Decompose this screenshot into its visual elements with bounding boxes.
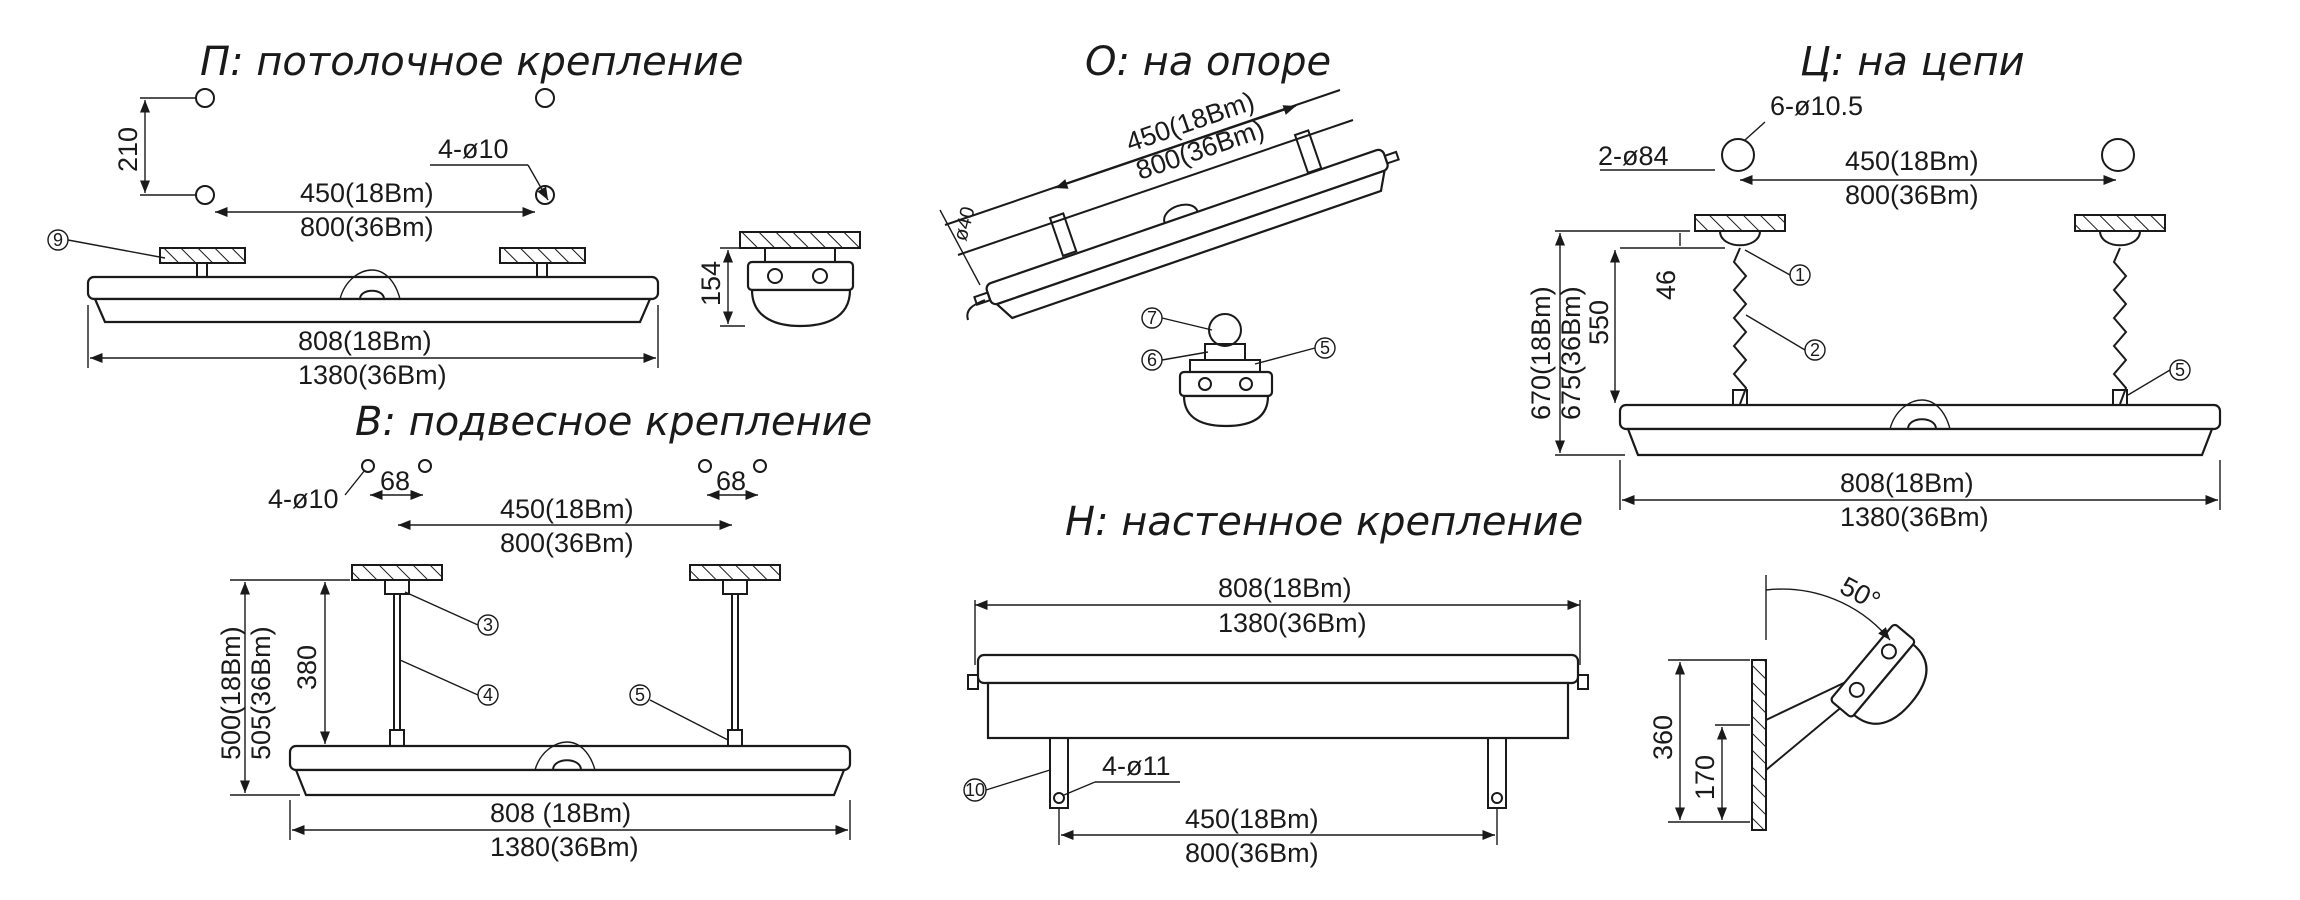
dim-pendant-380: 380 [292, 645, 322, 690]
callout-5: 5 [1320, 338, 1330, 358]
callout-5: 5 [2175, 360, 2185, 380]
view-pole-title: О: на опоре [1085, 39, 1331, 85]
luminaire-body [976, 653, 1580, 685]
dim-wall-spacing-18: 450(18Вm) [1185, 804, 1319, 834]
callout-5: 5 [635, 685, 645, 705]
dim-ceiling-spacing-18: 450(18Вm) [300, 178, 434, 208]
dim-wall-len-18: 808(18Вm) [1218, 573, 1352, 603]
dim-ceiling-side-height: 154 [696, 261, 726, 306]
view-chain: Ц: на цепи 6-ø10.5 2-ø84 450(18Вm) 800(3… [1526, 39, 2222, 532]
dim-ceiling-spacing-36: 800(36Вm) [300, 212, 434, 242]
dim-wall-spacing-36: 800(36Вm) [1185, 838, 1319, 868]
view-wall-title: Н: настенное крепление [1065, 499, 1583, 545]
dim-chain-46: 46 [1651, 270, 1681, 300]
dim-pendant-total-36: 505(36Вm) [246, 626, 276, 760]
dim-chain-total-36: 675(36Вm) [1556, 286, 1586, 420]
luminaire-body [985, 148, 1389, 306]
view-ceiling: П: потолочное крепление 210 4-ø10 450(18… [47, 39, 861, 390]
luminaire-body [1618, 403, 2222, 431]
callout-9: 9 [53, 230, 63, 250]
dim-pendant-len-18: 808 (18Вm) [490, 798, 631, 828]
luminaire-body [86, 275, 660, 301]
dim-ceiling-len-36: 1380(36Вm) [298, 360, 447, 390]
callout-6: 6 [1147, 350, 1157, 370]
luminaire-body [288, 744, 852, 772]
view-chain-title: Ц: на цепи [1800, 39, 2025, 85]
dim-pendant-total-18: 500(18Вm) [216, 626, 246, 760]
mount-hole [535, 185, 555, 205]
callout-3: 3 [483, 615, 493, 635]
pendant-bracket [689, 564, 781, 581]
view-pendant: В: подвесное крепление 4-ø10 68 68 450(1… [216, 399, 872, 862]
ceiling-bracket [159, 247, 246, 264]
dim-chain-total-18: 670(18Вm) [1526, 286, 1556, 420]
dim-wall-170: 170 [1690, 755, 1720, 800]
view-wall: Н: настенное крепление 808(18Вm) 1380(36… [963, 499, 1928, 868]
dim-chain-spacing-36: 800(36Вm) [1845, 180, 1979, 210]
dim-pendant-spacing-18: 450(18Вm) [500, 494, 634, 524]
mount-hole [195, 185, 215, 205]
dim-ceiling-holes: 4-ø10 [438, 134, 509, 164]
dim-pendant-68-right: 68 [716, 466, 746, 496]
dim-chain-holes-small: 6-ø10.5 [1770, 91, 1863, 121]
ceiling-bracket [499, 247, 586, 264]
dim-wall-len-36: 1380(36Вm) [1218, 608, 1367, 638]
dim-wall-360: 360 [1648, 715, 1678, 760]
dim-pendant-spacing-36: 800(36Вm) [500, 528, 634, 558]
mount-hole [195, 88, 215, 108]
view-pendant-title: В: подвесное крепление [355, 399, 872, 445]
dim-pole-pipe: ø40 [950, 204, 980, 243]
callout-7: 7 [1147, 308, 1157, 328]
dim-pendant-len-36: 1380(36Вm) [490, 832, 639, 862]
wall-plate [1751, 659, 1767, 831]
view-ceiling-title: П: потолочное крепление [200, 39, 744, 85]
callout-2: 2 [1810, 340, 1820, 360]
dim-chain-holes-big: 2-ø84 [1598, 141, 1669, 171]
dim-pendant-68-left: 68 [380, 466, 410, 496]
dim-wall-holes: 4-ø11 [1102, 751, 1171, 781]
callout-10: 10 [965, 780, 985, 800]
dim-ceiling-height: 210 [113, 127, 143, 172]
dim-ceiling-len-18: 808(18Вm) [298, 326, 432, 356]
dim-pendant-holes: 4-ø10 [268, 484, 339, 514]
callout-4: 4 [483, 685, 493, 705]
dim-chain-spacing-18: 450(18Вm) [1845, 146, 1979, 176]
dim-wall-angle: 50° [1835, 571, 1885, 617]
view-pole: О: на опоре 450(18Вm) 800(36Вm) ø40 [939, 39, 1400, 428]
chain-bracket [2074, 214, 2166, 232]
pendant-bracket [351, 564, 443, 581]
dim-chain-len-36: 1380(36Вm) [1840, 502, 1989, 532]
mount-hole [535, 88, 555, 108]
ceiling-bracket-side [739, 231, 861, 249]
callout-1: 1 [1795, 265, 1805, 285]
chain-bracket [1694, 214, 1786, 232]
dim-chain-550: 550 [1584, 300, 1614, 345]
dim-chain-len-18: 808(18Вm) [1840, 468, 1974, 498]
